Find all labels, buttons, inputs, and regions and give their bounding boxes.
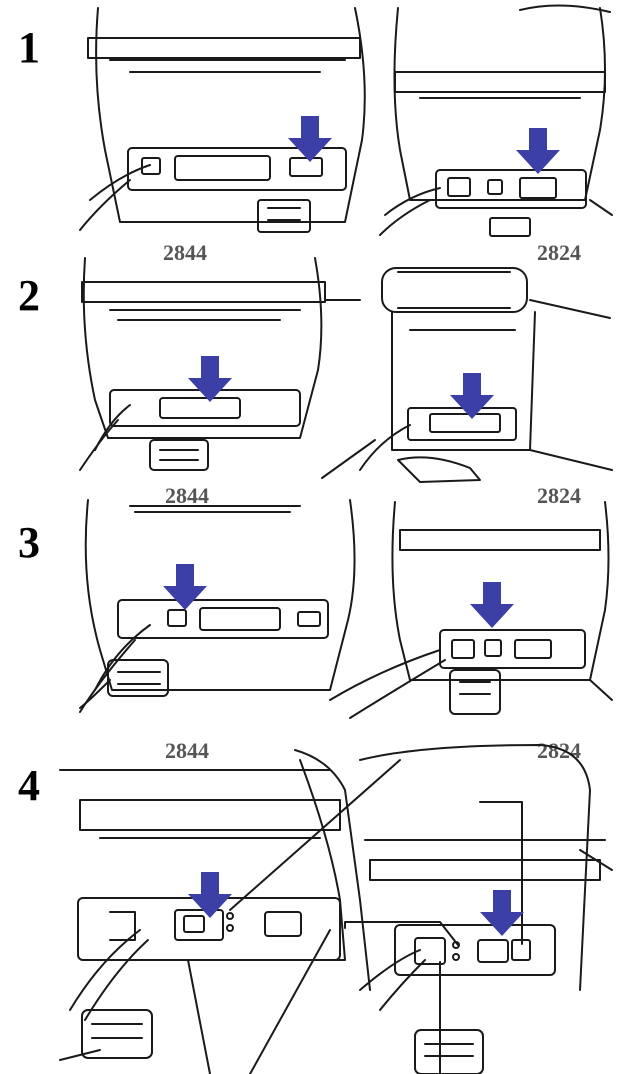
arrow-icon-step-3-left bbox=[163, 564, 207, 610]
arrow-icon-step-2-left bbox=[188, 356, 232, 402]
model-label-left-step-2: 2844 bbox=[163, 240, 207, 265]
arrow-icon-step-4-left bbox=[188, 872, 232, 918]
arrow-icon-step-4-right bbox=[480, 890, 524, 936]
step-2-left-printer bbox=[79, 257, 361, 471]
model-label-left-step-3: 2844 bbox=[165, 483, 209, 508]
step-number-1: 1 bbox=[18, 23, 40, 72]
arrow-icon-step-3-right bbox=[470, 582, 514, 628]
step-1-right-printer bbox=[379, 4, 613, 237]
model-label-right-step-2: 2824 bbox=[537, 240, 581, 265]
step-2-right-printer bbox=[321, 267, 613, 483]
model-label-left-step-4: 2844 bbox=[165, 738, 209, 763]
step-4-left-printer bbox=[59, 759, 401, 1074]
step-number-3: 3 bbox=[18, 518, 40, 567]
step-1-left-printer bbox=[79, 7, 366, 233]
arrow-icon-step-1-right bbox=[516, 128, 560, 174]
step-number-4: 4 bbox=[18, 761, 40, 810]
step-4-right-printer bbox=[249, 744, 613, 1074]
step-3-right-printer bbox=[329, 501, 613, 719]
arrow-icon-step-1-left bbox=[288, 116, 332, 162]
arrow-icon-step-2-right bbox=[450, 373, 494, 419]
step-3-left-printer bbox=[79, 499, 356, 713]
model-label-right-step-3: 2824 bbox=[537, 483, 581, 508]
step-number-2: 2 bbox=[18, 271, 40, 320]
